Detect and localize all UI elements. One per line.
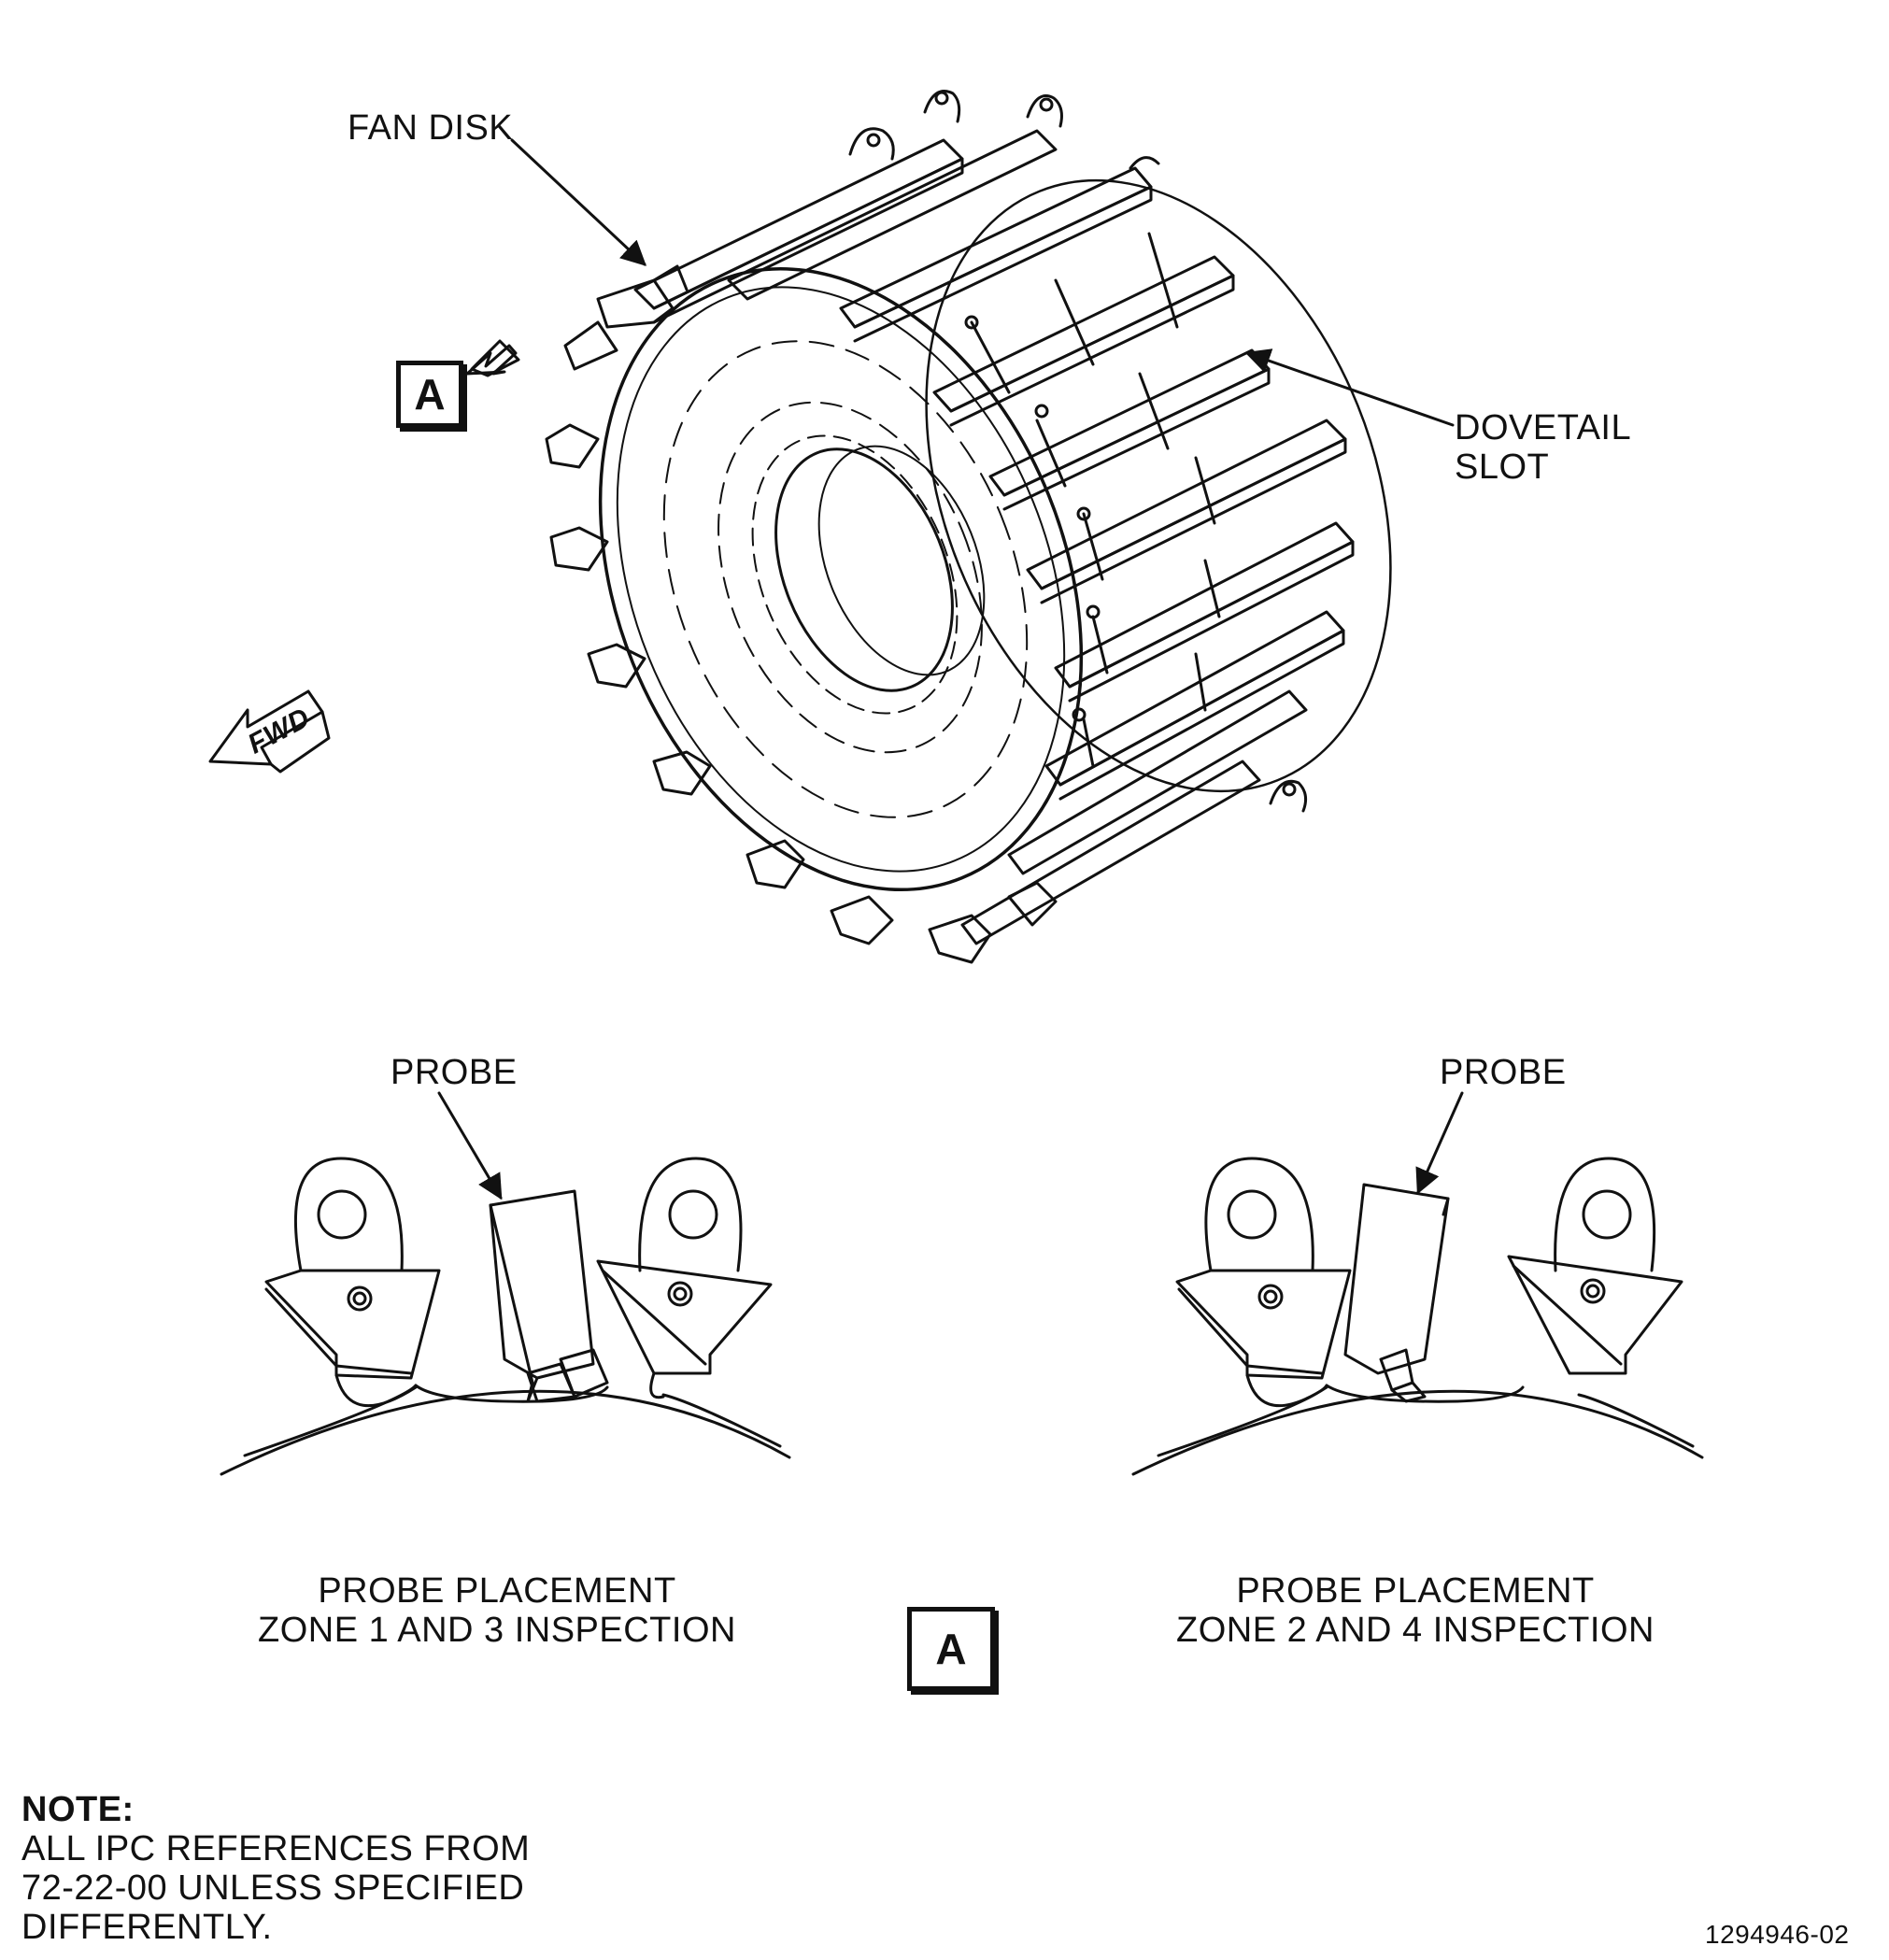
view-a-reference-box: A [396,361,463,428]
view-a-letter: A [414,370,446,419]
dovetail-slot-label-line1: DOVETAIL [1455,408,1632,447]
probe-detail-right [1131,1157,1704,1476]
probe-detail-left [220,1157,791,1476]
caption-right-line2: ZONE 2 AND 4 INSPECTION [1176,1611,1655,1650]
note-line2: 72-22-00 UNLESS SPECIFIED [21,1868,525,1908]
probe-right-label: PROBE [1440,1053,1567,1092]
dovetail-leader [1244,348,1455,427]
fan-disk-label: FAN DISK [348,108,514,148]
caption-left-line2: ZONE 1 AND 3 INSPECTION [258,1611,736,1650]
fan-disk-drawing [545,90,1392,964]
fwd-arrow [208,689,331,774]
probe-right-leader [1415,1091,1464,1195]
probe-left-label: PROBE [391,1053,518,1092]
figure-id: 1294946-02 [1705,1920,1850,1949]
view-a-arrow [470,339,520,377]
probe-left-leader [437,1091,503,1200]
caption-right-line1: PROBE PLACEMENT [1236,1571,1595,1611]
fan-disk-leader [510,138,646,266]
caption-left-line1: PROBE PLACEMENT [318,1571,676,1611]
note-line1: ALL IPC REFERENCES FROM [21,1829,531,1868]
note-title: NOTE: [21,1790,135,1829]
note-line3: DIFFERENTLY. [21,1908,273,1947]
section-a-reference-box: A [907,1607,995,1691]
section-a-letter: A [935,1625,967,1673]
dovetail-slot-label-line2: SLOT [1455,447,1550,487]
